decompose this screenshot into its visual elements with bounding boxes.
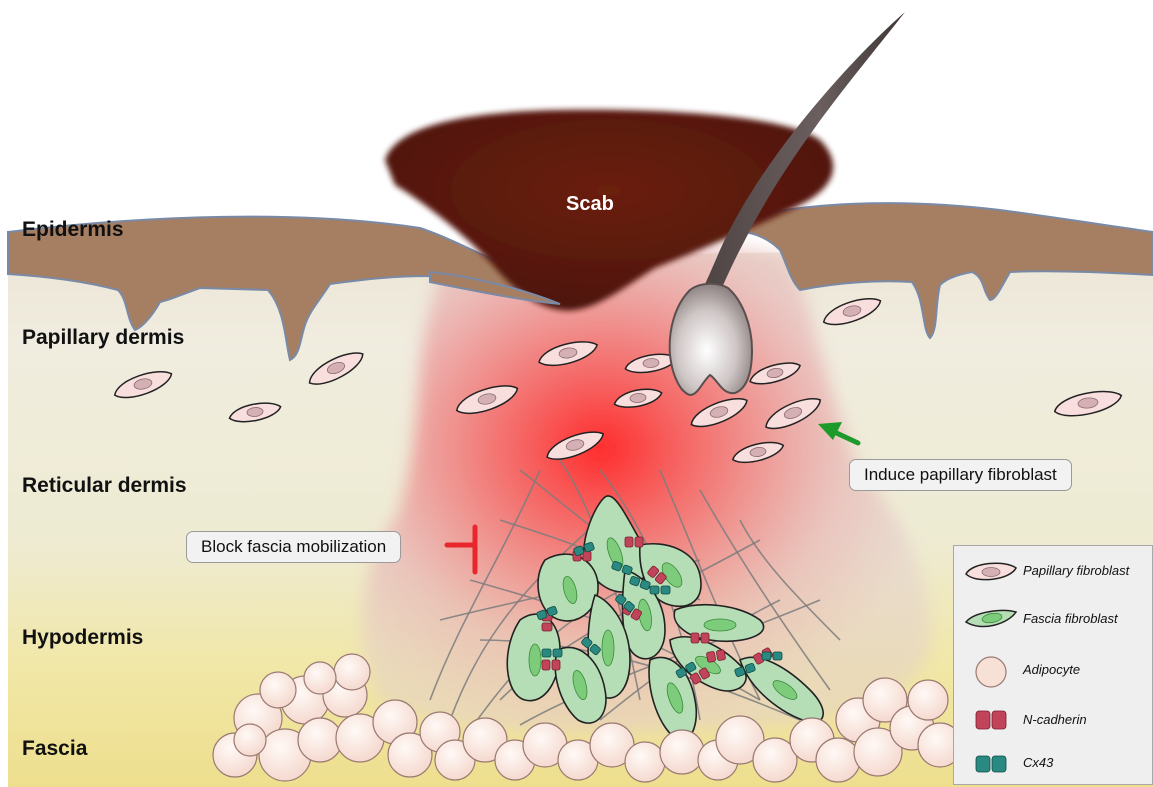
layer-label-reticular-dermis: Reticular dermis <box>22 474 187 498</box>
layer-label-fascia: Fascia <box>22 737 87 761</box>
legend: Papillary fibroblast Fascia fibroblast A… <box>953 545 1153 785</box>
legend-item-n-cadherin: N-cadherin <box>954 701 1152 741</box>
papillary-fibroblast-icon <box>962 556 1020 586</box>
n-cadherin-icon <box>962 705 1020 735</box>
legend-label-papillary-fibroblast: Papillary fibroblast <box>1023 563 1129 578</box>
layer-label-epidermis: Epidermis <box>22 218 124 242</box>
legend-item-fascia-fibroblast: Fascia fibroblast <box>954 600 1152 640</box>
legend-label-fascia-fibroblast: Fascia fibroblast <box>1023 611 1118 626</box>
legend-label-cx43: Cx43 <box>1023 755 1053 770</box>
layer-label-hypodermis: Hypodermis <box>22 626 143 650</box>
scab-label: Scab <box>566 193 614 216</box>
callout-induce-papillary-fibroblast: Induce papillary fibroblast <box>849 459 1072 491</box>
legend-label-adipocyte: Adipocyte <box>1023 662 1080 677</box>
legend-item-papillary-fibroblast: Papillary fibroblast <box>954 552 1152 592</box>
cx43-icon <box>962 748 1020 778</box>
adipocyte-icon <box>962 655 1020 689</box>
legend-label-n-cadherin: N-cadherin <box>1023 712 1087 727</box>
fascia-fibroblast-icon <box>962 604 1020 634</box>
callout-block-fascia-mobilization: Block fascia mobilization <box>186 531 401 563</box>
layer-label-papillary-dermis: Papillary dermis <box>22 326 184 350</box>
legend-item-cx43: Cx43 <box>954 744 1152 784</box>
legend-item-adipocyte: Adipocyte <box>954 651 1152 691</box>
